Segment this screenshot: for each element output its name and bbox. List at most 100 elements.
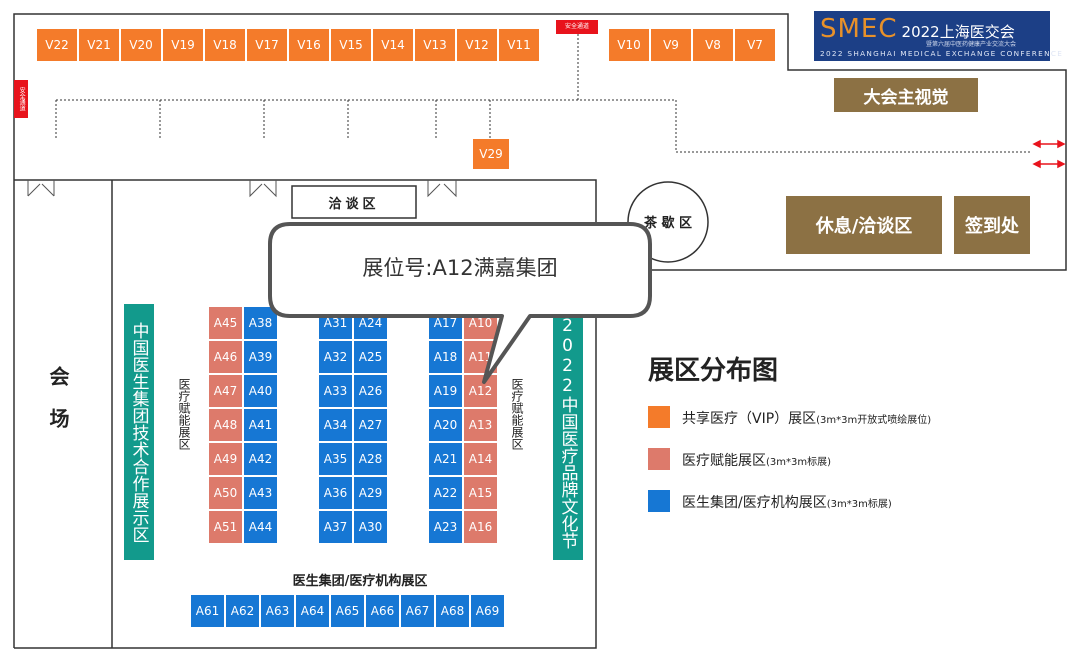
a-booth[interactable]: A28: [353, 442, 388, 476]
a-booth[interactable]: A47: [208, 374, 243, 408]
brand-culture-festival-label: 2022中国医疗品牌文化节: [553, 304, 583, 560]
vip-booth[interactable]: V17: [246, 28, 288, 62]
vip-booth[interactable]: V18: [204, 28, 246, 62]
bottom-booth[interactable]: A63: [260, 594, 295, 628]
vip-booth[interactable]: V22: [36, 28, 78, 62]
vip-booth[interactable]: V12: [456, 28, 498, 62]
a-booth[interactable]: A17: [428, 306, 463, 340]
a-booth[interactable]: A50: [208, 476, 243, 510]
vip-booth[interactable]: V29: [472, 138, 510, 170]
a-booth[interactable]: A44: [243, 510, 278, 544]
vip-booth[interactable]: V9: [650, 28, 692, 62]
a-booth[interactable]: A33: [318, 374, 353, 408]
legend-item-label: 医生集团/医疗机构展区: [682, 495, 827, 511]
vip-booth[interactable]: V20: [120, 28, 162, 62]
legend-swatch: [648, 490, 670, 512]
logo-brand: SMEC: [820, 14, 898, 44]
legend-swatch: [648, 448, 670, 470]
a-booth[interactable]: A11: [463, 340, 498, 374]
a-booth[interactable]: A39: [243, 340, 278, 374]
a-booth[interactable]: A25: [353, 340, 388, 374]
vip-booth[interactable]: V21: [78, 28, 120, 62]
a-booth[interactable]: A42: [243, 442, 278, 476]
legend-item-text: 医生集团/医疗机构展区(3m*3m标展): [682, 492, 892, 512]
vip-booth[interactable]: V11: [498, 28, 540, 62]
logo-year-title: 2022上海医交会: [901, 23, 1015, 41]
a-booth[interactable]: A38: [243, 306, 278, 340]
a-booth[interactable]: A20: [428, 408, 463, 442]
a-booth[interactable]: A22: [428, 476, 463, 510]
a-booth[interactable]: A46: [208, 340, 243, 374]
a-booth[interactable]: A29: [353, 476, 388, 510]
a-booth[interactable]: A27: [353, 408, 388, 442]
bottom-zone-label: 医生集团/医疗机构展区: [292, 574, 428, 589]
a-booth[interactable]: A48: [208, 408, 243, 442]
checkin-area: 签到处: [954, 196, 1030, 254]
a-booth[interactable]: A13: [463, 408, 498, 442]
a-booth[interactable]: A30: [353, 510, 388, 544]
bottom-booth[interactable]: A62: [225, 594, 260, 628]
bottom-booth[interactable]: A69: [470, 594, 505, 628]
legend-item-label: 医疗赋能展区: [682, 453, 766, 469]
tea-break-label: 茶 歇 区: [643, 216, 693, 231]
vip-booth[interactable]: V16: [288, 28, 330, 62]
a-booth[interactable]: A45: [208, 306, 243, 340]
bottom-booth[interactable]: A66: [365, 594, 400, 628]
exit-sign-top: 安全通道: [556, 20, 598, 34]
bottom-booth[interactable]: A67: [400, 594, 435, 628]
legend-item-text: 共享医疗（VIP）展区(3m*3m开放式喷绘展位): [682, 408, 931, 428]
a-booth[interactable]: A37: [318, 510, 353, 544]
legend-item-label: 共享医疗（VIP）展区: [682, 411, 817, 427]
legend-item-note: (3m*3m标展): [826, 499, 892, 510]
a-booth[interactable]: A14: [463, 442, 498, 476]
bottom-booth[interactable]: A64: [295, 594, 330, 628]
a-booth[interactable]: A24: [353, 306, 388, 340]
event-logo: SMEC 2022上海医交会 暨第六届中医药健康产业交流大会 2022 SHAN…: [814, 11, 1062, 61]
venue-label: 会场: [46, 366, 70, 450]
bottom-booth[interactable]: A61: [190, 594, 225, 628]
a-booth[interactable]: A19: [428, 374, 463, 408]
empower-zone-label-left: 医疗赋能展区: [177, 378, 191, 450]
legend-swatch: [648, 406, 670, 428]
a-booth[interactable]: A36: [318, 476, 353, 510]
vip-booth[interactable]: V19: [162, 28, 204, 62]
a-booth[interactable]: A34: [318, 408, 353, 442]
a-booth[interactable]: A40: [243, 374, 278, 408]
a-booth[interactable]: A35: [318, 442, 353, 476]
legend-item-note: (3m*3m开放式喷绘展位): [816, 415, 932, 426]
vip-booth[interactable]: V7: [734, 28, 776, 62]
vip-booth[interactable]: V10: [608, 28, 650, 62]
a-booth[interactable]: A12: [463, 374, 498, 408]
legend-item-note: (3m*3m标展): [766, 457, 832, 468]
a-booth[interactable]: A31: [318, 306, 353, 340]
a-booth[interactable]: A16: [463, 510, 498, 544]
logo-subtitle-cn: 暨第六届中医药健康产业交流大会: [926, 41, 1017, 48]
vip-booth[interactable]: V14: [372, 28, 414, 62]
main-visual-area: 大会主视觉: [834, 78, 978, 112]
bottom-booth[interactable]: A68: [435, 594, 470, 628]
vip-booth[interactable]: V13: [414, 28, 456, 62]
empower-zone-label-right: 医疗赋能展区: [510, 378, 524, 450]
negotiation-area-label: 洽谈区: [328, 196, 380, 212]
callout-text: 展位号:A12满嘉集团: [362, 256, 558, 280]
a-booth[interactable]: A49: [208, 442, 243, 476]
a-booth[interactable]: A26: [353, 374, 388, 408]
rest-negotiation-area: 休息/洽谈区: [786, 196, 942, 254]
vip-booth[interactable]: V8: [692, 28, 734, 62]
a-booth[interactable]: A21: [428, 442, 463, 476]
doctor-group-display-zone-label: 中国医生集团技术合作展示区: [124, 304, 154, 560]
legend-item-text: 医疗赋能展区(3m*3m标展): [682, 450, 831, 470]
a-booth[interactable]: A18: [428, 340, 463, 374]
vip-booth[interactable]: V15: [330, 28, 372, 62]
a-booth[interactable]: A15: [463, 476, 498, 510]
a-booth[interactable]: A23: [428, 510, 463, 544]
bottom-booth[interactable]: A65: [330, 594, 365, 628]
exit-sign-left: 安全通道: [14, 80, 28, 118]
a-booth[interactable]: A41: [243, 408, 278, 442]
a-booth[interactable]: A10: [463, 306, 498, 340]
a-booth[interactable]: A32: [318, 340, 353, 374]
a-booth[interactable]: A43: [243, 476, 278, 510]
a-booth[interactable]: A51: [208, 510, 243, 544]
legend-title: 展区分布图: [648, 356, 779, 386]
